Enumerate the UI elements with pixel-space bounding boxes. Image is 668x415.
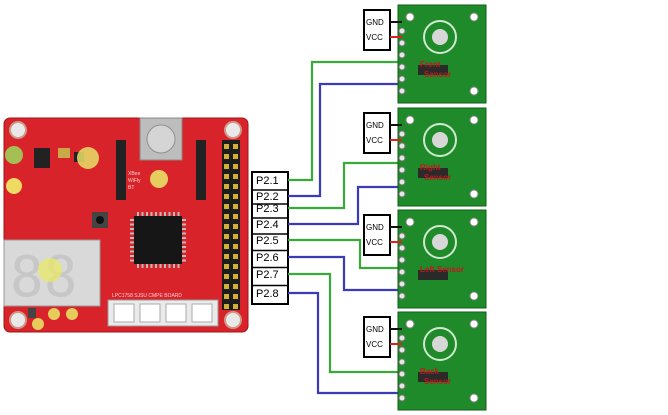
vcc-label: VCC <box>366 340 383 349</box>
pin-label: P2.4 <box>256 219 279 231</box>
gnd-label: GND <box>366 18 384 27</box>
gnd-label: GND <box>366 121 384 130</box>
gnd-label: GND <box>366 325 384 334</box>
pin-label: P2.1 <box>256 175 279 187</box>
gnd-label: GND <box>366 223 384 232</box>
signal-wires <box>288 60 402 395</box>
xbee-label: XBee <box>128 171 140 177</box>
signal-wire <box>288 60 402 182</box>
bt-label: BT <box>128 185 134 191</box>
sensor-module: Left Sensor GND VCC <box>363 209 487 309</box>
board-name-label: LPC1758 SJSU CMPE BOARD <box>112 293 182 299</box>
pin-label: P2.3 <box>256 203 279 215</box>
board-header-pins <box>224 144 238 309</box>
pin-label: P2.6 <box>256 252 279 264</box>
sensor-label-line2: Sensor <box>424 377 451 386</box>
signal-wire <box>288 82 402 198</box>
signal-wire <box>288 161 402 210</box>
sensor-label-line1: Left Sensor <box>420 265 464 274</box>
vcc-label: VCC <box>366 33 383 42</box>
signal-wire <box>288 291 402 395</box>
lpc1758-board: XBee WiFly BT 88 LPC1758 SJSU CMPE BOARD <box>3 117 249 333</box>
sensor-label-line1: Right <box>420 163 441 172</box>
pin-label-box: P2.1P2.2P2.3P2.4P2.5P2.6P2.7P2.8 <box>251 171 289 305</box>
vcc-label: VCC <box>366 238 383 247</box>
pin-label: P2.7 <box>256 269 279 281</box>
sensor-label-line1: Front <box>420 60 441 69</box>
signal-wire <box>288 238 402 270</box>
sensor-label-line2: Sensor <box>424 70 451 79</box>
wifly-label: WiFly <box>128 178 141 184</box>
signal-wire <box>288 272 402 374</box>
sensor-label-line1: Back <box>420 367 440 376</box>
signal-wire <box>288 255 402 292</box>
pin-label: P2.5 <box>256 235 279 247</box>
mcu-pins <box>130 212 186 268</box>
sensor-label-line2: Sensor <box>424 173 451 182</box>
signal-wire <box>288 185 402 226</box>
pin-label: P2.2 <box>256 191 279 203</box>
vcc-label: VCC <box>366 136 383 145</box>
pin-label: P2.8 <box>256 288 279 300</box>
